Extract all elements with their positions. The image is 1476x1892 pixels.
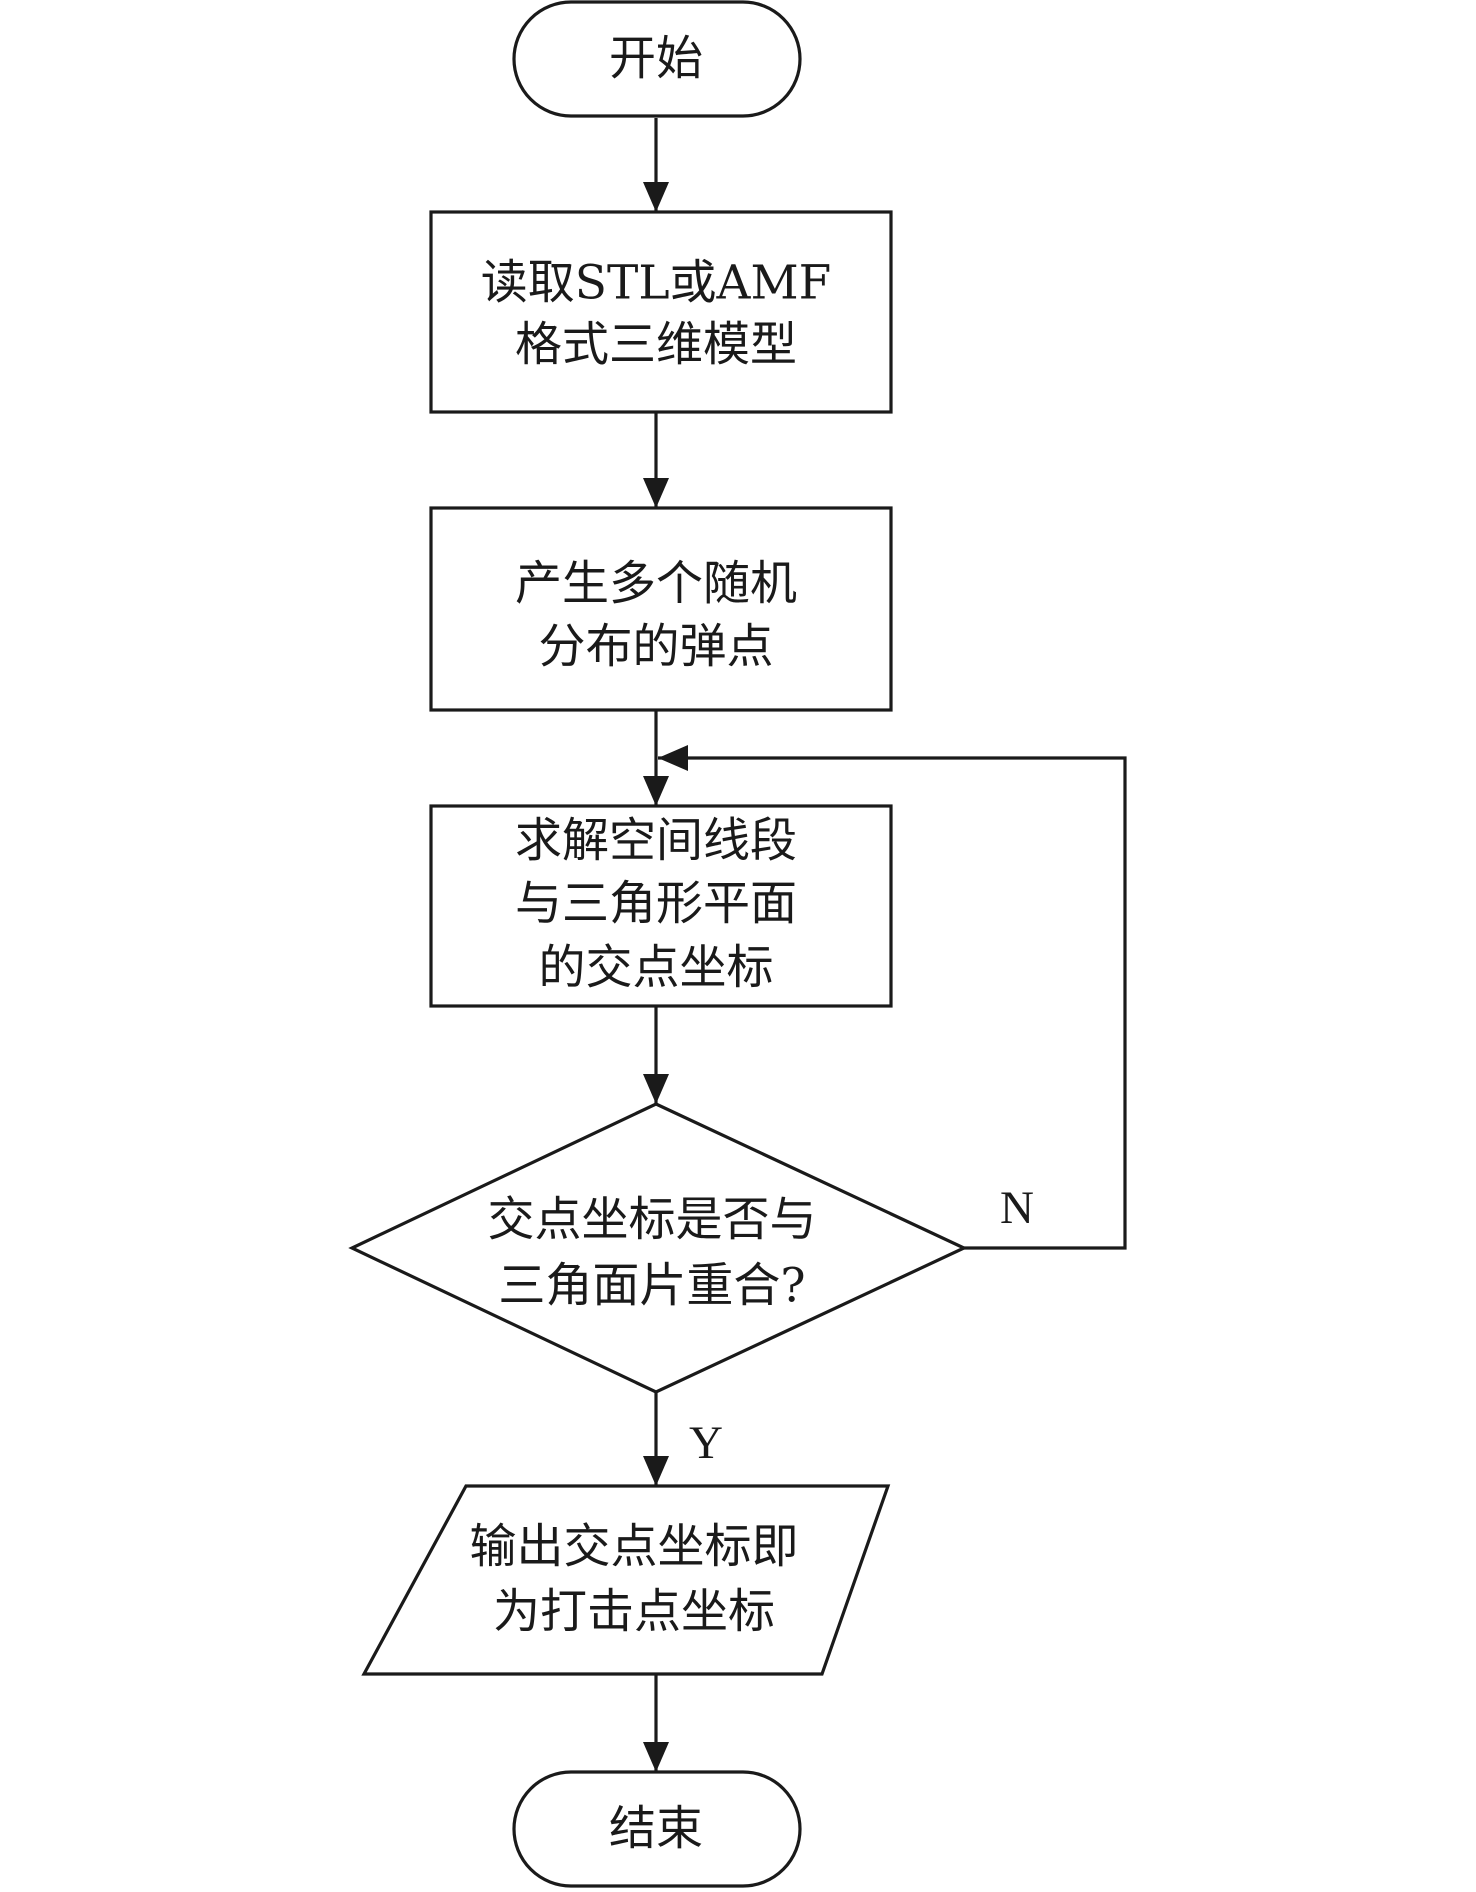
arrowhead-down-icon	[643, 1074, 669, 1104]
node-output-coords-line-2: 为打击点坐标	[493, 1585, 775, 1640]
node-start: 开始	[512, 0, 802, 118]
connectors	[643, 118, 1127, 1772]
decision-shape	[348, 1102, 968, 1394]
node-generate-points: 产生多个随机 分布的弹点	[429, 506, 893, 712]
node-check-overlap-line-1: 交点坐标是否与	[488, 1193, 817, 1248]
arrowhead-down-icon	[643, 182, 669, 212]
edge-check-loop-back	[658, 756, 1127, 1250]
process-shape	[429, 804, 893, 1008]
io-shape	[361, 1484, 891, 1676]
node-output-coords: 输出交点坐标即 为打击点坐标	[361, 1484, 891, 1676]
edge-label-no: N	[1000, 1182, 1034, 1234]
node-end: 结束	[512, 1770, 802, 1888]
node-check-overlap-line-2: 三角面片重合?	[498, 1259, 805, 1314]
arrowhead-down-icon	[643, 1456, 669, 1486]
node-generate-points-line-2: 分布的弹点	[539, 620, 774, 675]
arrowhead-down-icon	[643, 1742, 669, 1772]
node-solve-intersection-line-2: 与三角形平面	[515, 877, 797, 932]
node-solve-intersection-line-1: 求解空间线段	[515, 814, 797, 869]
node-generate-points-line-1: 产生多个随机	[515, 557, 797, 612]
node-solve-intersection: 求解空间线段 与三角形平面 的交点坐标	[429, 804, 893, 1008]
arrowhead-left-icon	[658, 745, 688, 771]
node-read-model-line-2: 格式三维模型	[515, 318, 797, 373]
edge-label-yes: Y	[689, 1417, 723, 1469]
process-shape	[429, 210, 893, 414]
arrowhead-down-icon	[643, 478, 669, 508]
process-shape	[429, 506, 893, 712]
node-output-coords-line-1: 输出交点坐标即	[470, 1520, 799, 1575]
terminal-shape	[512, 0, 802, 118]
terminal-shape	[512, 1770, 802, 1888]
node-solve-intersection-line-3: 的交点坐标	[539, 941, 774, 996]
node-check-overlap: 交点坐标是否与 三角面片重合?	[348, 1102, 968, 1394]
node-start-label: 开始	[609, 32, 703, 87]
node-read-model: 读取STL或AMF 格式三维模型	[429, 210, 893, 414]
arrowhead-down-icon	[643, 776, 669, 806]
node-read-model-line-1: 读取STL或AMF	[481, 256, 831, 311]
node-end-label: 结束	[609, 1802, 703, 1857]
